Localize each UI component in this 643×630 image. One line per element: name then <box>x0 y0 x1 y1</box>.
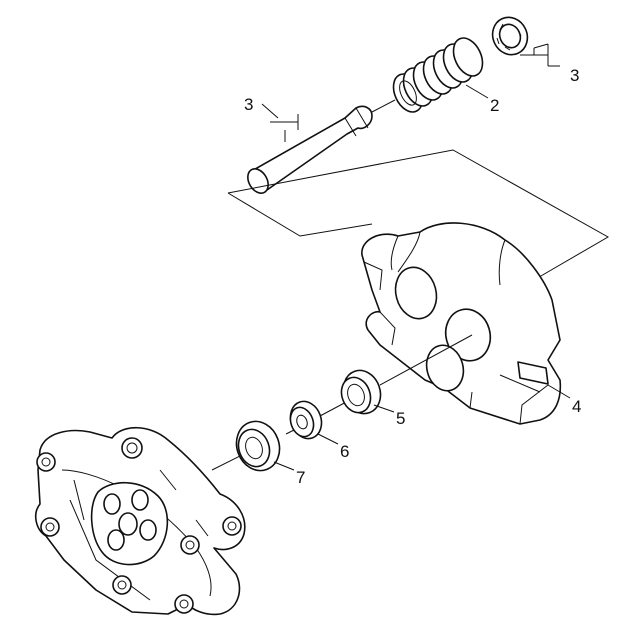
large-seal-part <box>340 369 382 415</box>
cover-plate-part <box>34 427 246 616</box>
assembly-plane-outline <box>227 149 610 281</box>
callout-spring: 2 <box>490 96 499 115</box>
washer-part <box>289 400 323 440</box>
small-seal-part <box>235 420 281 472</box>
callout-housing: 4 <box>572 397 581 416</box>
pin-bracket <box>261 103 299 142</box>
housing-part <box>361 222 562 425</box>
retaining-clip-part <box>491 16 529 56</box>
pin-part <box>247 105 373 194</box>
large-seal-leader <box>373 404 395 413</box>
small-seal-leader <box>273 461 295 471</box>
spring-leader <box>465 84 489 99</box>
callout-large-seal: 5 <box>396 409 405 428</box>
coil-spring-part <box>392 37 484 113</box>
seal-axis-line <box>211 334 473 471</box>
callout-small-seal: 7 <box>296 468 305 487</box>
callout-pin: 3 <box>244 95 253 114</box>
washer-leader <box>317 433 339 445</box>
callout-washer: 6 <box>340 442 349 461</box>
housing-leader <box>547 384 571 399</box>
clip-bracket <box>520 43 560 67</box>
spring-axis-line <box>371 99 396 113</box>
callout-clip: 3 <box>570 66 579 85</box>
